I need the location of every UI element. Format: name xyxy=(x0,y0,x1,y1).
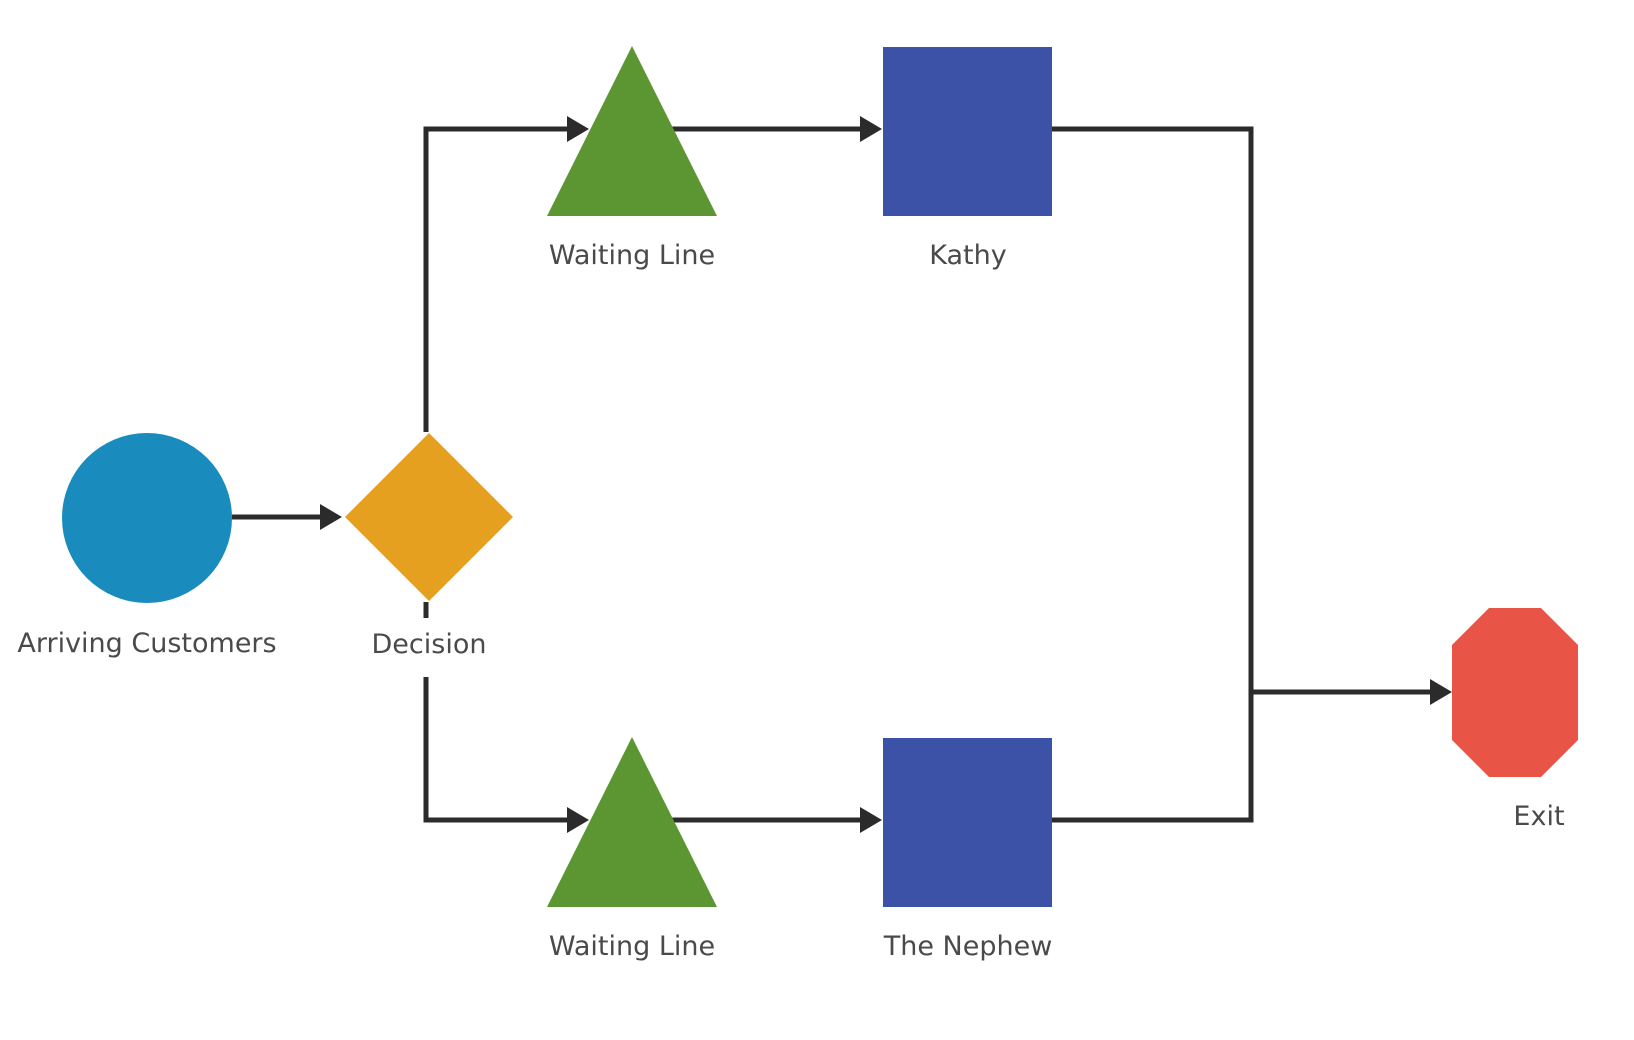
edge-server-top-to-exit xyxy=(1052,126,1254,823)
arrow-icon xyxy=(320,504,342,530)
node-label: Exit xyxy=(1513,801,1564,832)
node-decision[interactable]: Decision xyxy=(345,433,513,660)
node-label: Waiting Line xyxy=(549,240,715,271)
server-square-icon xyxy=(883,738,1052,907)
node-label: Arriving Customers xyxy=(17,628,276,659)
node-label: The Nephew xyxy=(883,931,1053,962)
node-waiting-line-bottom[interactable]: Waiting Line xyxy=(547,737,717,962)
node-label: Kathy xyxy=(929,240,1006,271)
arrow-icon xyxy=(1430,679,1452,705)
queue-triangle-icon xyxy=(547,46,717,216)
edge-decision-to-queue-bottom xyxy=(423,677,570,823)
exit-octagon-icon xyxy=(1452,608,1578,777)
queue-triangle-icon xyxy=(547,737,717,907)
node-exit[interactable]: Exit xyxy=(1452,608,1578,832)
arrow-icon xyxy=(860,807,882,833)
node-waiting-line-top[interactable]: Waiting Line xyxy=(547,46,717,271)
node-label: Waiting Line xyxy=(549,931,715,962)
source-circle-icon xyxy=(62,433,232,603)
decision-diamond-icon xyxy=(345,433,513,601)
server-square-icon xyxy=(883,47,1052,216)
node-server-kathy[interactable]: Kathy xyxy=(883,47,1052,271)
arrow-icon xyxy=(860,116,882,142)
connectors xyxy=(232,116,1452,833)
arrow-icon xyxy=(567,116,589,142)
arrow-icon xyxy=(567,807,589,833)
node-server-the-nephew[interactable]: The Nephew xyxy=(883,738,1053,962)
edge-decision-to-queue-top xyxy=(423,126,570,432)
node-label: Decision xyxy=(372,629,487,660)
node-arriving-customers[interactable]: Arriving Customers xyxy=(17,433,277,659)
